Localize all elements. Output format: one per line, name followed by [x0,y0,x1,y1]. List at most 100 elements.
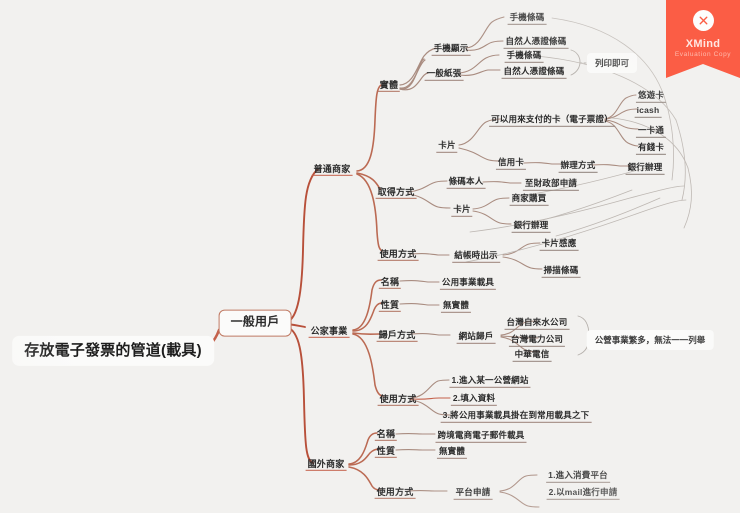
node-gongjia-shiye[interactable]: 公家事業 [308,321,350,339]
note-lieyin-jike[interactable]: 列印即可 [586,53,638,73]
node-shiyong-fangshi-guowai[interactable]: 使用方式 [374,482,416,500]
node-shangjia-goumai[interactable]: 商家購買 [509,188,549,206]
note-gongying-shiye[interactable]: 公營事業繁多，無法一一列舉 [586,330,714,350]
node-label: 歸戶方式 [376,330,418,343]
node-xingzhi-guowai[interactable]: 性質 [374,441,398,459]
node-yiban-zhizhang[interactable]: 一般紙張 [424,63,464,81]
node-zilaishui-gongsi[interactable]: 台灣自來水公司 [504,312,570,330]
node-kapian-qude[interactable]: 卡片 [451,199,473,217]
node-shiti[interactable]: 實體 [377,75,401,93]
node-label: 使用方式 [377,249,419,262]
node-kapian-shiti[interactable]: 卡片 [436,135,458,153]
node-label: icash [634,105,662,118]
node-wushiti-gongjia[interactable]: 無實體 [440,295,472,313]
node-mingcheng-guowai[interactable]: 名稱 [374,424,398,442]
node-label: 使用方式 [377,394,419,407]
node-ziranren-tiaoma-2[interactable]: 自然人憑證條碼 [501,61,567,79]
node-qude-fangshi[interactable]: 取得方式 [375,182,417,200]
node-label: 1.進入某一公營網站 [449,375,531,388]
node-kapian-ganying[interactable]: 卡片感應 [539,233,579,251]
node-tiaoma-benren[interactable]: 條碼本人 [446,171,486,189]
node-guowai-shangjia[interactable]: 國外商家 [305,454,347,472]
node-label: 名稱 [378,277,402,290]
note-label: 列印即可 [594,58,630,68]
node-keyi-zhifu-ka[interactable]: 可以用來支付的卡（電子票證） [489,109,615,127]
node-label: 使用方式 [374,487,416,500]
xmind-logo-icon [692,10,714,31]
node-putong-shangjia[interactable]: 普通商家 [311,159,353,177]
node-label: 自然人憑證條碼 [501,66,567,79]
node-gongjia-step-3[interactable]: 3.將公用事業載具掛在到常用載具之下 [440,405,592,423]
node-label: 中華電信 [512,349,552,362]
node-mingcheng-gongjia[interactable]: 名稱 [378,272,402,290]
node-label: 一卡通 [635,125,667,138]
node-label: 2.填入資料 [450,393,498,406]
node-shouji-tiaoma-1[interactable]: 手機條碼 [507,7,547,25]
node-yinhang-banli-xinyong[interactable]: 銀行辦理 [625,157,665,175]
node-label: 卡片感應 [539,238,579,251]
node-banli-fangshi[interactable]: 辦理方式 [558,155,598,173]
note-label: 公營事業繁多，無法一一列舉 [594,335,706,345]
node-label: 性質 [374,446,398,459]
xmind-evaluation-label: Evaluation Copy [674,51,732,58]
node-label: 1.進入消費平台 [546,470,610,483]
root-node[interactable]: 存放電子發票的管道(載具) [12,335,214,367]
node-xingzhi-gongjia[interactable]: 性質 [378,295,402,313]
xmind-brand-label: XMind [685,38,721,50]
node-pingtai-shenqing[interactable]: 平台申請 [453,482,493,500]
node-youqianka[interactable]: 有錢卡 [635,137,667,155]
node-label: 公用事業載具 [439,277,497,290]
node-gongyong-shiye-zaiju[interactable]: 公用事業載具 [439,272,497,290]
node-shouji-xianshi[interactable]: 手機顯示 [431,38,471,56]
xmind-evaluation-ribbon: XMind Evaluation Copy [666,0,740,78]
node-jiezhang-chushi[interactable]: 結帳時出示 [452,245,500,263]
node-yikatong[interactable]: 一卡通 [635,120,667,138]
node-label: 信用卡 [495,157,527,170]
node-shiyong-fangshi-putong[interactable]: 使用方式 [377,244,419,262]
node-wangzhan-guihu[interactable]: 網站歸戶 [456,326,496,344]
node-gongjia-step-2[interactable]: 2.填入資料 [450,388,498,406]
node-label: 網站歸戶 [456,331,496,344]
node-label: 銀行辦理 [625,162,665,175]
node-label: 手機顯示 [431,43,471,56]
node-label: 一般紙張 [424,68,464,81]
node-label: 掃描條碼 [541,265,581,278]
node-wushiti-guowai[interactable]: 無實體 [436,441,468,459]
main-branch-label: 一般用戶 [230,314,280,329]
node-label: 2.以mail進行申請 [546,487,620,500]
node-label: 手機條碼 [507,12,547,25]
node-yinhang-banli-ka[interactable]: 銀行辦理 [511,215,551,233]
node-label: 國外商家 [305,459,347,472]
node-label: 銀行辦理 [511,220,551,233]
node-label: 商家購買 [509,193,549,206]
node-label: 可以用來支付的卡（電子票證） [489,114,615,127]
node-xinyongka[interactable]: 信用卡 [495,152,527,170]
node-label: 公家事業 [308,326,350,339]
node-label: 無實體 [436,446,468,459]
node-icash[interactable]: icash [634,100,662,118]
node-zhonghua-dianxin[interactable]: 中華電信 [512,344,552,362]
node-label: 卡片 [451,204,473,217]
node-label: 實體 [377,80,401,93]
node-label: 名稱 [374,429,398,442]
node-label: 性質 [378,300,402,313]
node-label: 結帳時出示 [452,250,500,263]
node-label: 條碼本人 [446,176,486,189]
root-label: 存放電子發票的管道(載具) [24,341,202,359]
node-guowai-step-1[interactable]: 1.進入消費平台 [546,465,610,483]
node-label: 有錢卡 [635,142,667,155]
node-label: 卡片 [436,140,458,153]
node-guowai-step-2[interactable]: 2.以mail進行申請 [546,482,620,500]
node-label: 平台申請 [453,487,493,500]
node-saomiao-tiaoma[interactable]: 掃描條碼 [541,260,581,278]
node-label: 普通商家 [311,164,353,177]
node-gongjia-step-1[interactable]: 1.進入某一公營網站 [449,370,531,388]
node-label: 無實體 [440,300,472,313]
main-branch-node[interactable]: 一般用戶 [218,309,292,337]
node-guihu-fangshi[interactable]: 歸戶方式 [376,325,418,343]
node-shiyong-fangshi-gongjia[interactable]: 使用方式 [377,389,419,407]
node-label: 辦理方式 [558,160,598,173]
